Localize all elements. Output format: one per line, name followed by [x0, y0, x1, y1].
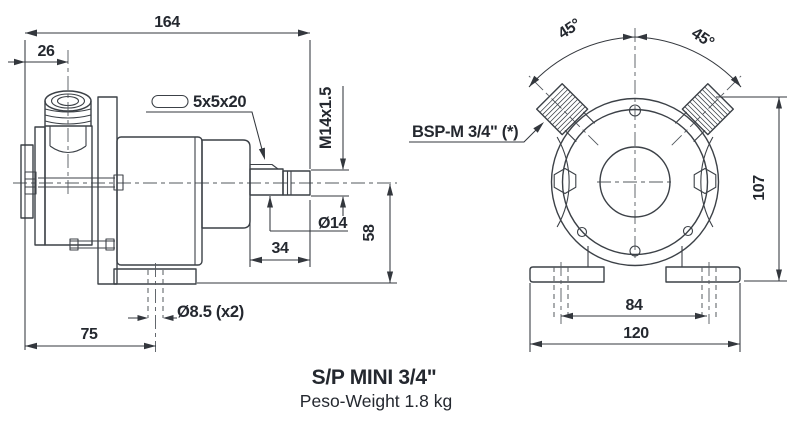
dim-port-offset: 26 [8, 43, 69, 198]
bearing-housing [201, 139, 251, 229]
label-port-thread: BSP-M 3/4" (*) [409, 122, 544, 143]
foot-right [665, 266, 741, 283]
flange-hole-lower-right [682, 225, 694, 237]
foot-left [529, 266, 605, 283]
dim-mount-holes: Ø8.5 (x2) [128, 263, 244, 352]
dim-shaft-diameter-text: Ø14 [318, 215, 348, 232]
hex-plug-right [693, 167, 717, 195]
shaft-key [249, 163, 279, 170]
caption: S/P MINI 3/4" Peso-Weight 1.8 kg [300, 366, 452, 411]
label-keyway-text: 5x5x20 [193, 93, 246, 111]
motor [113, 136, 251, 285]
dim-shaft-length-text: 34 [272, 240, 289, 257]
shaft-thread-end [282, 170, 311, 196]
dim-shaft-length: 34 [249, 198, 311, 267]
flange-hole-lower-left [576, 226, 588, 238]
casing-arc-left [556, 136, 570, 228]
dim-overall-length-text: 164 [154, 14, 180, 31]
port-right [671, 75, 742, 146]
dim-hole-offset-text: 75 [81, 326, 98, 343]
dim-overall-height-text: 107 [751, 175, 768, 201]
dim-shaft-thread-text: M14x1.5 [317, 87, 335, 149]
hex-plug-left [553, 167, 577, 195]
dim-axis-height: 58 [197, 184, 397, 284]
dim-shaft-diameter: Ø14 [267, 196, 348, 232]
label-keyway: 5x5x20 [146, 93, 265, 160]
motor-foot [113, 268, 197, 285]
shaft [249, 163, 311, 196]
front-centerlines [597, 28, 673, 262]
side-view: 164 26 5x5x20 M14x1.5 Ø14 [8, 14, 397, 352]
dim-overall-height: 107 [716, 96, 787, 282]
tie-rod-upper [38, 177, 115, 188]
port-left [528, 75, 599, 146]
dim-hole-spacing-text: 84 [626, 297, 643, 314]
dim-hole-spacing: 84 [561, 297, 707, 320]
mounting-feet [529, 246, 741, 324]
body-circle [561, 108, 709, 256]
port-left-thread [536, 83, 589, 136]
dim-port-angles: 45° 45° [528, 16, 742, 88]
dim-base-width-text: 120 [623, 325, 649, 342]
dim-hole-offset: 75 [25, 326, 156, 350]
model-title: S/P MINI 3/4" [312, 366, 437, 389]
tie-rod-nut-rear [113, 174, 124, 191]
center-bore [599, 146, 671, 218]
dim-base-width: 120 [529, 283, 741, 352]
shaft-plain [249, 168, 284, 196]
motor-body [116, 136, 203, 266]
dim-shaft-thread: M14x1.5 [311, 86, 349, 216]
port-right-thread [681, 83, 734, 136]
dim-angle-left-text: 45° [555, 16, 584, 43]
flange-hole-bottom [629, 245, 641, 257]
flange-hole-top [628, 104, 642, 117]
keyway-slot-icon [151, 94, 189, 109]
pump-head [20, 90, 124, 285]
front-cover-plate [20, 144, 34, 219]
front-view: 45° 45° BSP-M 3/4" (*) 107 [409, 16, 787, 352]
dim-angle-right-text: 45° [688, 25, 717, 52]
flange-circle [550, 97, 720, 267]
casing-arc-right [700, 136, 714, 228]
dim-mount-holes-text: Ø8.5 (x2) [177, 303, 244, 321]
dim-axis-height-text: 58 [361, 224, 378, 241]
label-port-thread-text: BSP-M 3/4" (*) [412, 123, 518, 141]
weight-subtitle: Peso-Weight 1.8 kg [300, 391, 452, 411]
pump-port-block [44, 125, 93, 246]
dim-port-offset-text: 26 [38, 43, 55, 60]
dim-overall-length: 164 [24, 14, 311, 350]
